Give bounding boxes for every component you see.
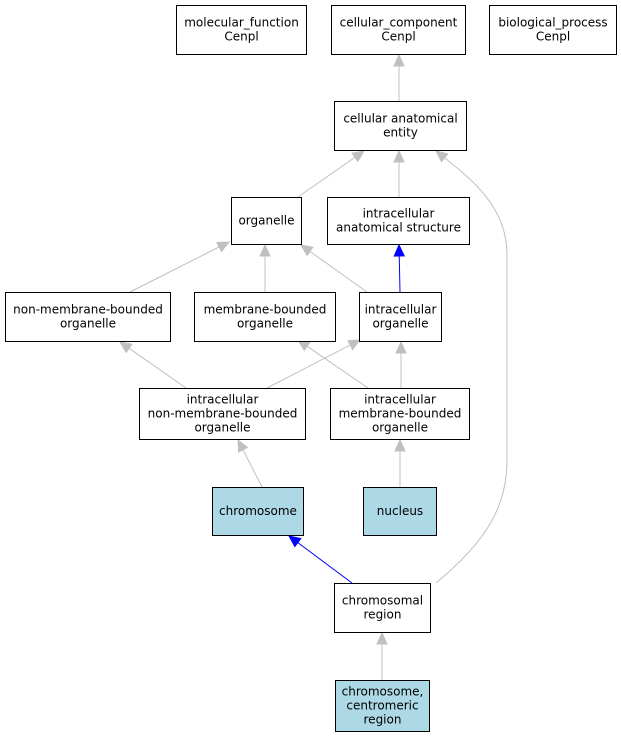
node-label-line: entity xyxy=(383,126,418,140)
node-box xyxy=(327,197,470,245)
node-box xyxy=(334,583,431,633)
node-label-line: organelle xyxy=(60,317,116,331)
node-label-line: membrane-bounded xyxy=(339,407,462,421)
edge-intracellular_non_membrane_bounded_organelle-to-non_membrane_bounded_organelle xyxy=(119,341,187,389)
node-label-line: nucleus xyxy=(377,504,423,518)
node-label-line: chromosome, xyxy=(342,685,424,699)
edges-layer xyxy=(119,53,508,680)
node-box xyxy=(335,680,430,732)
node-label-line: region xyxy=(364,608,402,622)
node-organelle[interactable]: organelle xyxy=(231,197,302,245)
node-box xyxy=(359,292,442,342)
node-box xyxy=(5,292,171,342)
node-box xyxy=(363,487,437,536)
edge-intracellular_non_membrane_bounded_organelle-to-intracellular_organelle xyxy=(266,339,362,389)
edge-intracellular_organelle-to-intracellular_anatomical_structure xyxy=(393,243,406,293)
node-label-line: organelle xyxy=(238,214,294,228)
node-box xyxy=(231,197,302,245)
edge-intracellular_organelle-to-organelle xyxy=(300,244,368,293)
edge-intracellular_membrane_bounded_organelle-to-membrane_bounded_organelle xyxy=(297,339,369,389)
edge-nucleus-to-intracellular_membrane_bounded_organelle xyxy=(394,438,406,487)
node-label-line: anatomical structure xyxy=(336,221,461,235)
node-label-line: Cenpl xyxy=(224,30,258,44)
nodes-layer: molecular_functionCenplcellular_componen… xyxy=(5,5,617,732)
node-label-line: region xyxy=(364,713,402,727)
node-label-line: cellular_component xyxy=(340,16,458,30)
node-label-line: centromeric xyxy=(346,699,418,713)
node-label-line: membrane-bounded xyxy=(204,303,327,317)
node-label-line: molecular_function xyxy=(184,16,299,30)
edge-non_membrane_bounded_organelle-to-organelle xyxy=(129,241,231,293)
node-label-line: organelle xyxy=(194,421,250,435)
node-label-line: biological_process xyxy=(498,16,607,30)
node-label-line: Cenpl xyxy=(536,30,570,44)
node-box xyxy=(489,5,617,55)
edge-chromosomal_region-to-cellular_anatomical_entity xyxy=(435,150,508,584)
edge-membrane_bounded_organelle-to-organelle xyxy=(259,243,271,292)
node-label-line: Cenpl xyxy=(381,30,415,44)
node-label-line: chromosomal xyxy=(342,594,423,608)
node-label-line: organelle xyxy=(237,317,293,331)
node-label-line: intracellular xyxy=(187,393,259,407)
node-label-line: organelle xyxy=(372,421,428,435)
node-label-line: non-membrane-bounded xyxy=(148,407,298,421)
node-label-line: cellular anatomical xyxy=(343,112,457,126)
node-box xyxy=(194,292,336,342)
node-box xyxy=(176,5,307,55)
node-label-line: intracellular xyxy=(364,393,436,407)
node-nucleus[interactable]: nucleus xyxy=(363,487,437,536)
edge-chromosomal_region-to-chromosome xyxy=(288,535,353,584)
node-label-line: intracellular xyxy=(365,303,437,317)
node-box xyxy=(330,388,470,440)
edge-organelle-to-cellular_anatomical_entity xyxy=(297,150,365,198)
node-label-line: intracellular xyxy=(363,207,435,221)
node-label-line: chromosome xyxy=(219,504,297,518)
edge-chromosome_centromeric_region-to-chromosomal_region xyxy=(376,631,388,680)
node-box xyxy=(331,5,466,55)
node-intracellular-non-membrane-bounded-organelle[interactable]: intracellularnon-membrane-boundedorganel… xyxy=(139,388,306,440)
edge-intracellular_membrane_bounded_organelle-to-intracellular_organelle xyxy=(395,340,407,388)
edge-chromosome-to-intracellular_non_membrane_bounded_organelle xyxy=(237,438,263,488)
edge-intracellular_anatomical_structure-to-cellular_anatomical_entity xyxy=(393,149,405,197)
node-label-line: non-membrane-bounded xyxy=(13,303,163,317)
node-box xyxy=(139,388,306,440)
edge-cellular_anatomical_entity-to-cellular_component xyxy=(393,53,405,101)
node-box xyxy=(334,101,467,151)
node-box xyxy=(212,487,304,536)
node-label-line: organelle xyxy=(372,317,428,331)
node-chromosome[interactable]: chromosome xyxy=(212,487,304,536)
